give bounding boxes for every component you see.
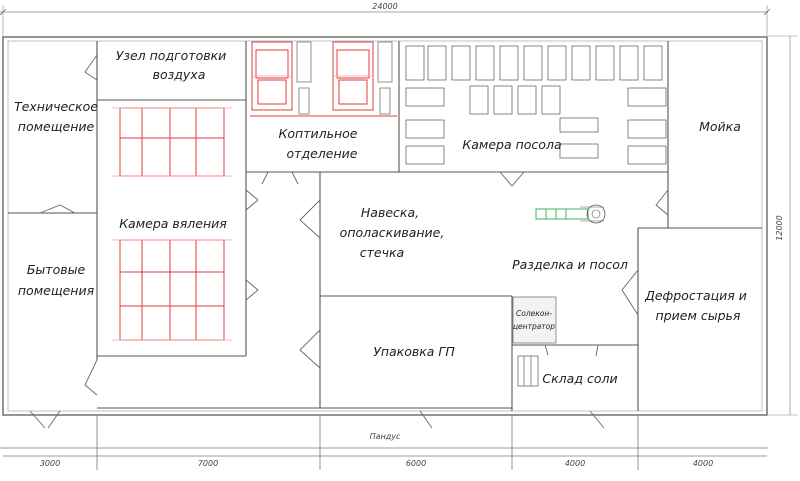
bottom-dimensions: 3000 7000 6000 4000 4000 xyxy=(3,455,767,468)
interior-walls xyxy=(8,41,762,411)
salt-storage-item xyxy=(517,355,539,387)
room-weighing-line1: Навеска, xyxy=(361,205,419,220)
dim-segment-3: 6000 xyxy=(406,459,426,468)
room-smokehouse-line2: отделение xyxy=(287,146,358,161)
room-packaging: Упаковка ГП xyxy=(373,344,455,359)
drying-racks xyxy=(112,107,232,341)
dim-segment-2: 7000 xyxy=(198,459,218,468)
room-drying-chamber: Камера вяления xyxy=(119,216,227,231)
room-air-prep-line2: воздуха xyxy=(153,67,206,82)
salting-trays xyxy=(405,45,667,165)
outer-walls xyxy=(2,36,768,416)
room-weighing-line3: стечка xyxy=(360,245,404,260)
room-cutting-salting: Разделка и посол xyxy=(512,257,628,272)
ramp: Пандус xyxy=(0,415,768,470)
total-width-label: 24000 xyxy=(372,2,397,11)
room-weighing-line2: ополаскивание, xyxy=(340,225,445,240)
room-salt-storage: Склад соли xyxy=(542,371,617,386)
dim-segment-5: 4000 xyxy=(693,459,713,468)
total-height-label: 12000 xyxy=(775,215,784,240)
room-brine-line2: центратор xyxy=(513,322,555,331)
room-domestic-line1: Бытовые xyxy=(27,262,86,277)
room-air-prep-line1: Узел подготовки xyxy=(116,48,227,63)
ramp-label: Пандус xyxy=(370,432,401,441)
top-dimension: 24000 xyxy=(0,2,771,36)
room-technical-line1: Техническое xyxy=(14,99,98,114)
dim-segment-4: 4000 xyxy=(565,459,585,468)
room-technical-line2: помещение xyxy=(18,119,95,134)
room-salting-chamber: Камера посола xyxy=(462,137,561,152)
dim-segment-1: 3000 xyxy=(40,459,60,468)
room-domestic-line2: помещения xyxy=(18,283,95,298)
room-brine-line1: Солекон- xyxy=(516,309,552,318)
room-defrost-line2: прием сырья xyxy=(656,308,741,323)
doors xyxy=(29,54,669,429)
smokehouse-equipment xyxy=(250,41,397,117)
room-washroom: Мойка xyxy=(699,119,741,134)
room-smokehouse-line1: Коптильное xyxy=(279,126,358,141)
room-defrost-line1: Дефростация и xyxy=(644,288,747,303)
cutting-station xyxy=(535,204,606,224)
right-dimension: 12000 xyxy=(768,35,798,416)
